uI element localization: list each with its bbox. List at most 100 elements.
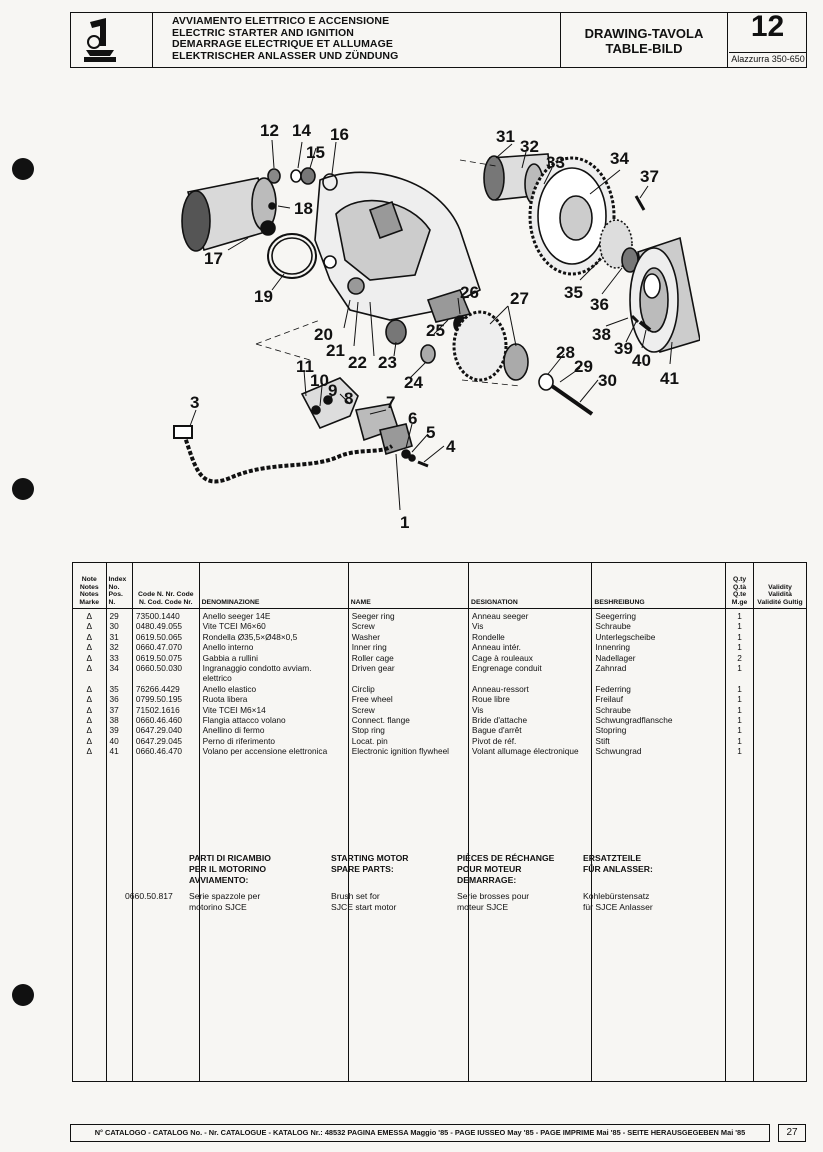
cell-code: 0660.46.470 xyxy=(135,746,183,757)
cell-note-cont xyxy=(76,673,103,683)
cell-code-cont xyxy=(136,673,196,683)
cell-it: Anello interno xyxy=(202,642,254,653)
cell-note: Δ xyxy=(86,621,93,632)
callout-14: 14 xyxy=(292,121,311,140)
cell-de: Freilauf xyxy=(595,694,624,705)
col-header-fr: DESIGNATION xyxy=(468,562,593,609)
col-header-code: Code N. Nr. Code N. Cod. Code Nr. xyxy=(131,562,200,609)
spare-desc-fr: Serie brosses pour moteur SJCE xyxy=(457,891,530,912)
cell-de: Schwungradflansche xyxy=(595,715,673,726)
callout-36: 36 xyxy=(590,295,609,314)
header-frame xyxy=(70,12,807,68)
cell-it: Anello elastico xyxy=(202,683,257,694)
cell-note: Δ xyxy=(86,663,93,674)
callout-4: 4 xyxy=(446,437,456,456)
col-header-note: Note Notes Notes Marke xyxy=(72,562,107,609)
callout-5: 5 xyxy=(426,423,435,442)
cell-en: Connect. flange xyxy=(351,715,410,726)
cell-note: Δ xyxy=(86,715,93,726)
spare-desc-en: Brush set for SJCE start motor xyxy=(331,891,397,912)
cell-de: Innenring xyxy=(595,642,631,653)
cell-de: Schraube xyxy=(595,704,631,715)
cell-de: Unterlegscheibe xyxy=(595,631,656,642)
cell-pos: 32 xyxy=(109,642,119,653)
cell-code: 0619.50.075 xyxy=(135,652,183,663)
callout-23: 23 xyxy=(378,353,397,372)
cell-de: Seegerring xyxy=(595,611,636,621)
callout-41: 41 xyxy=(660,369,679,388)
col-header-en: NAME xyxy=(347,562,470,609)
cell-de: Schraube xyxy=(595,621,631,632)
cell-qty: 1 xyxy=(737,642,742,653)
spare-desc-it: Serie spazzole per motorino SJCE xyxy=(189,891,261,912)
cell-pos: 41 xyxy=(109,746,119,757)
callout-3: 3 xyxy=(190,393,199,412)
callout-34: 34 xyxy=(610,149,629,168)
col-header-it: DENOMINAZIONE xyxy=(198,562,349,609)
cell-fr-cont xyxy=(472,673,588,683)
spare-heading-en: STARTING MOTOR SPARE PARTS: xyxy=(331,853,409,874)
page-number: 27 xyxy=(778,1124,806,1142)
parts-table: Note Notes Notes Marke Index No. Pos. N.… xyxy=(72,562,808,1082)
punch-hole xyxy=(12,478,34,500)
cell-en: Screw xyxy=(351,704,375,715)
cell-pos: 31 xyxy=(109,631,119,642)
cell-it: Ingranaggio condotto avviam. xyxy=(202,663,312,674)
cell-qty: 1 xyxy=(737,683,742,694)
punch-hole xyxy=(12,984,34,1006)
cell-en: Locat. pin xyxy=(351,735,388,746)
cell-en: Screw xyxy=(351,621,375,632)
drawing-label: DRAWING-TAVOLA TABLE-BILD xyxy=(584,26,704,56)
cell-pos: 40 xyxy=(109,735,119,746)
cell-fr: Vis xyxy=(472,704,484,715)
callout-28: 28 xyxy=(556,343,575,362)
cell-de: Federring xyxy=(595,683,631,694)
cell-note: Δ xyxy=(86,611,93,621)
cell-code: 0660.50.030 xyxy=(135,663,183,674)
spare-desc-de: Kohlebürstensatz für SJCE Anlasser xyxy=(583,891,653,912)
spare-heading-it: PARTI DI RICAMBIO PER IL MOTORINO AVVIAM… xyxy=(189,853,271,885)
callout-26: 26 xyxy=(460,283,479,302)
callout-9: 9 xyxy=(328,381,337,400)
cell-code: 76266.4429 xyxy=(135,683,180,694)
col-header-qty: Q.ty Q.tà Q.te M.ge xyxy=(725,562,754,609)
cell-pos-cont xyxy=(110,673,129,683)
cell-note: Δ xyxy=(86,642,93,653)
callout-18: 18 xyxy=(294,199,313,218)
cell-pos: 38 xyxy=(109,715,119,726)
page-title: AVVIAMENTO ELETTRICO E ACCENSIONE ELECTR… xyxy=(172,15,399,62)
cell-it: Ruota libera xyxy=(202,694,248,705)
callout-38: 38 xyxy=(592,325,611,344)
cell-en: Stop ring xyxy=(351,725,385,736)
cell-en: Seeger ring xyxy=(351,611,395,621)
cell-code: 0647.29.040 xyxy=(135,725,183,736)
cell-en: Circlip xyxy=(351,683,375,694)
cell-it: Anellino di fermo xyxy=(202,725,265,736)
cell-de: Stopring xyxy=(595,725,627,736)
cell-it: Volano per accensione elettronica xyxy=(202,746,328,757)
cell-qty-cont xyxy=(729,673,750,683)
cell-it: Perno di riferimento xyxy=(202,735,276,746)
cell-en: Driven gear xyxy=(351,663,395,674)
cell-it: Vite TCEI M6×14 xyxy=(202,704,266,715)
callout-32: 32 xyxy=(520,137,539,156)
cell-it: Flangia attacco volano xyxy=(202,715,286,726)
callout-30: 30 xyxy=(598,371,617,390)
callout-35: 35 xyxy=(564,283,583,302)
cell-de: Stift xyxy=(595,735,610,746)
callout-20: 20 xyxy=(314,325,333,344)
cell-note: Δ xyxy=(86,652,93,663)
cell-qty: 1 xyxy=(737,631,742,642)
cell-code: 0660.47.070 xyxy=(135,642,183,653)
callout-33: 33 xyxy=(546,153,565,172)
callout-8: 8 xyxy=(344,389,353,408)
cell-en: Free wheel xyxy=(351,694,393,705)
cell-fr: Volant allumage électronique xyxy=(472,746,579,757)
cell-code: 0799.50.195 xyxy=(135,694,183,705)
callout-15: 15 xyxy=(306,143,325,162)
cell-fr: Rondelle xyxy=(472,631,505,642)
driven-gear-drawing xyxy=(528,156,616,276)
cell-pos: 34 xyxy=(109,663,119,674)
table-header-row: Note Notes Notes Marke Index No. Pos. N.… xyxy=(72,562,808,609)
